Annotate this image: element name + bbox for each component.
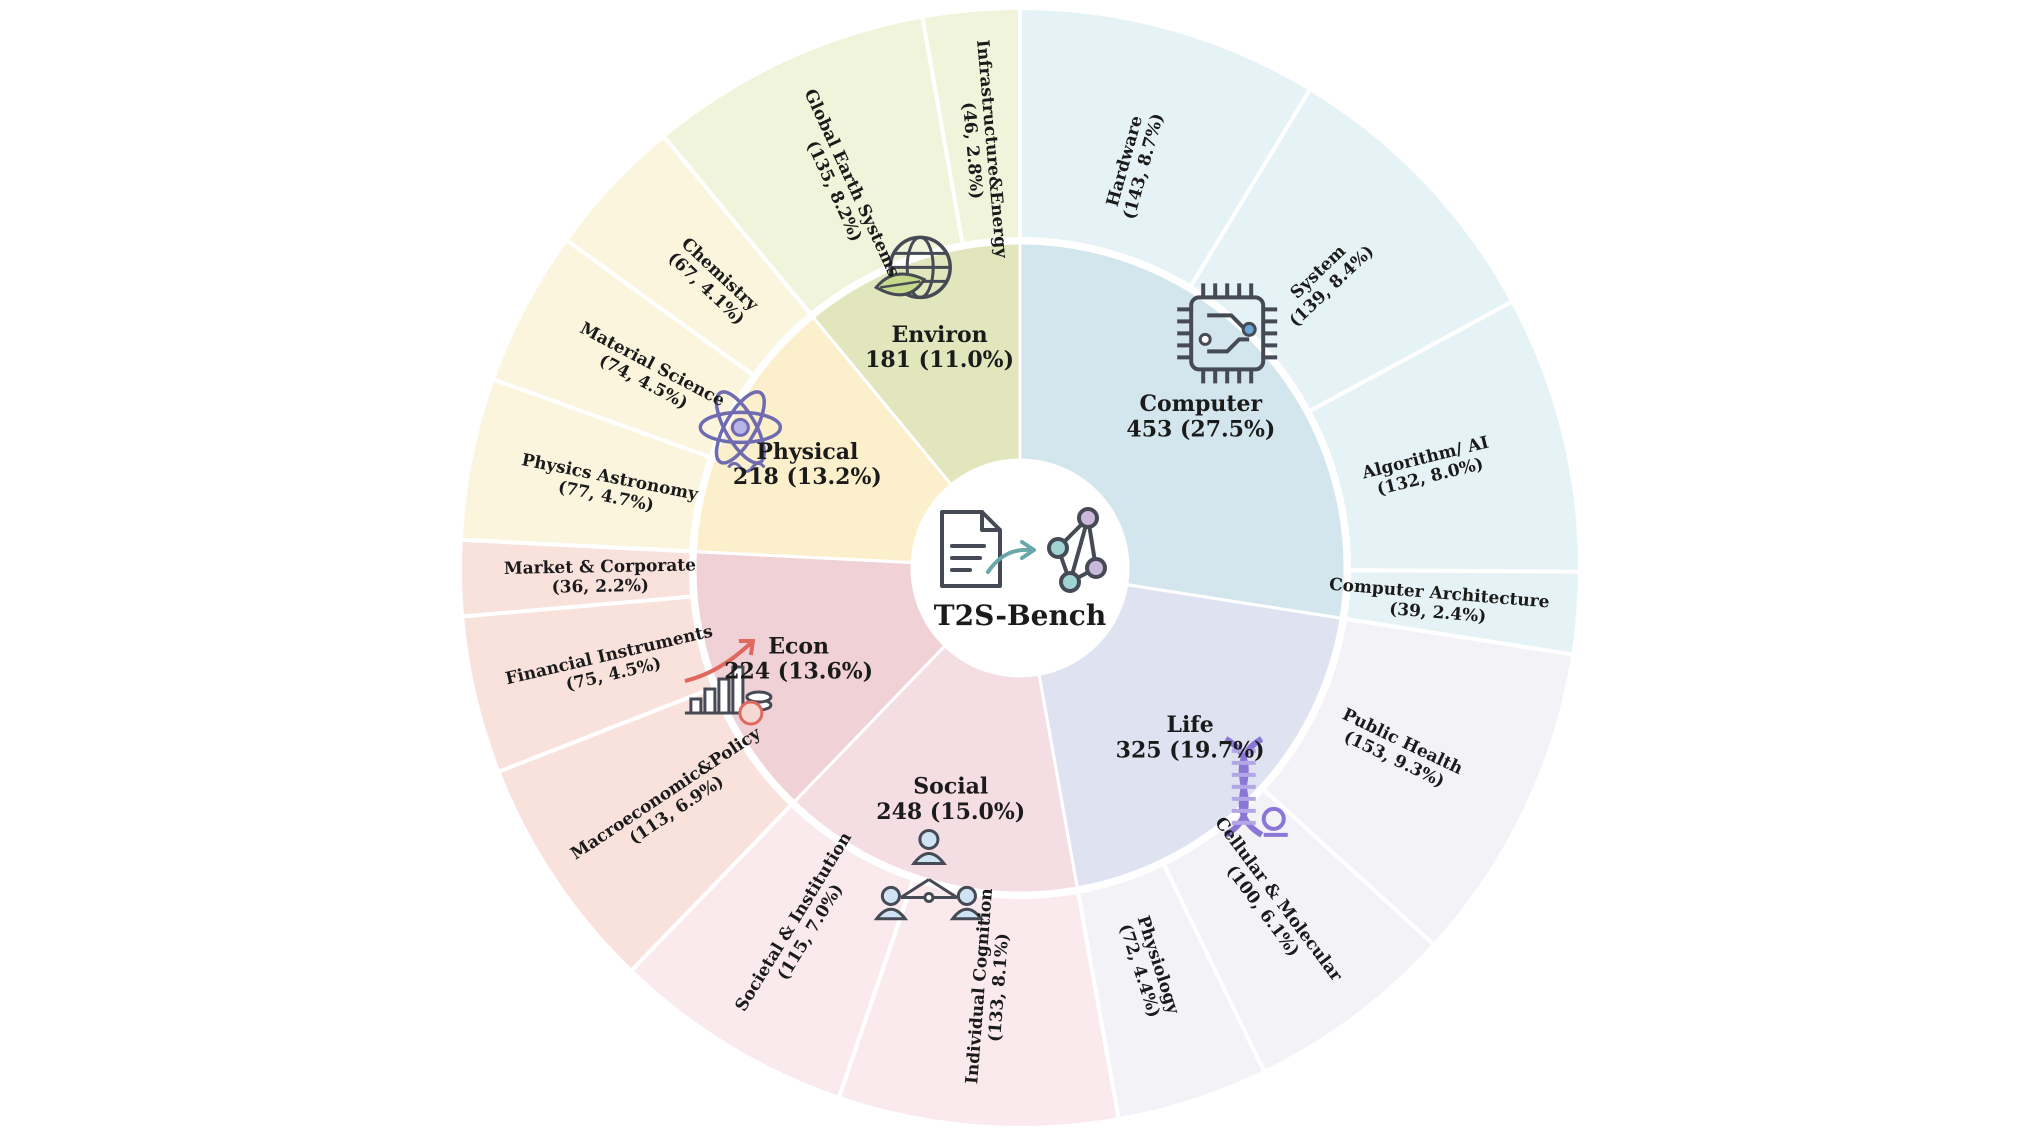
center-label: T2S-Bench (934, 599, 1106, 632)
inner-label-stats: 325 (19.7%) (1116, 738, 1265, 764)
dna-icon (1224, 736, 1288, 838)
inner-segment-environ (811, 241, 1022, 487)
center-layer: T2S-Bench (912, 460, 1128, 676)
outer-segment-infrastructure-energy (920, 5, 1022, 247)
inner-label-stats: 224 (13.6%) (724, 659, 873, 685)
inner-label-stats: 218 (13.2%) (733, 464, 882, 490)
inner-label-name: Econ (768, 633, 829, 659)
people-network-icon (873, 828, 985, 921)
globe-leaf-icon (873, 235, 952, 300)
inner-label-name: Environ (891, 322, 987, 348)
inner-label-stats: 248 (15.0%) (876, 799, 1025, 825)
inner-label-stats: 453 (27.5%) (1126, 416, 1275, 442)
segments-layer (458, 5, 1583, 1130)
inner-label-name: Life (1166, 712, 1213, 738)
atom-icon (698, 390, 783, 473)
outer-label-name: Market & Corporate (504, 555, 697, 578)
inner-label-name: Computer (1140, 391, 1263, 417)
growth-chart-icon (684, 639, 773, 726)
arrow-icon (986, 540, 1036, 574)
network-graph-icon (1047, 507, 1107, 593)
outer-label-stats: (36, 2.2%) (551, 576, 649, 598)
icons-layer (684, 235, 1288, 921)
chip-icon (1177, 283, 1278, 384)
inner-label-name: Social (913, 773, 988, 799)
outer-label-market-corporate: Market & Corporate(36, 2.2%) (504, 555, 697, 598)
document-icon (940, 510, 1002, 588)
inner-label-stats: 181 (11.0%) (865, 347, 1014, 373)
inner-label-name: Physical (756, 439, 858, 465)
